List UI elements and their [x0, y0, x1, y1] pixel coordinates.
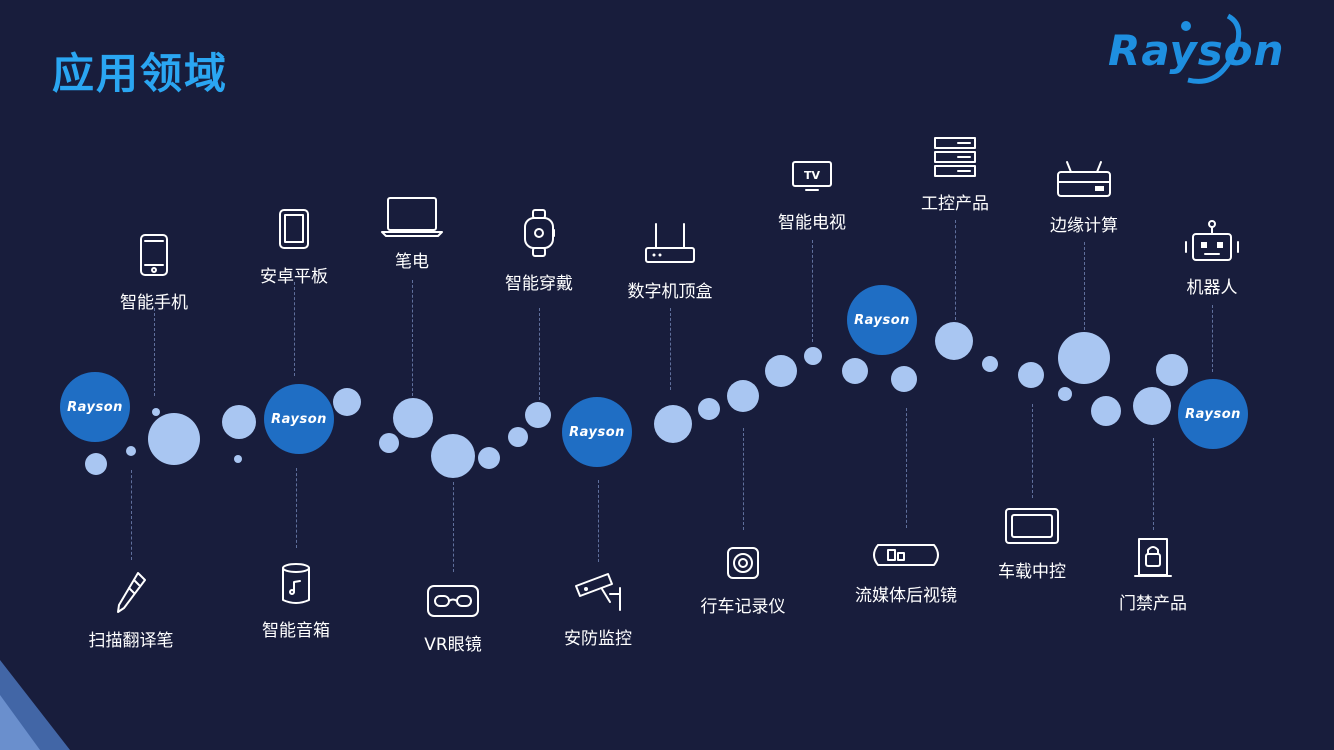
decorative-bubble [478, 447, 500, 469]
logo-text: Rayson [1108, 26, 1285, 75]
smartphone-icon [137, 233, 171, 281]
connector-line [1153, 438, 1154, 530]
decorative-bubble [1018, 362, 1044, 388]
access-control-icon [1133, 536, 1173, 584]
decorative-bubble [333, 388, 361, 416]
decorative-bubble [508, 427, 528, 447]
decorative-bubble [982, 356, 998, 372]
decorative-bubble [431, 434, 475, 478]
rayson-brand-bubble: Rayson [847, 285, 917, 355]
decorative-bubble [935, 322, 973, 360]
connector-line [955, 220, 956, 320]
brand-bubble-text: Rayson [854, 312, 910, 328]
connector-line [670, 308, 671, 390]
application-label: 行车记录仪 [700, 597, 786, 617]
decorative-bubble [126, 446, 136, 456]
server-rack-icon [932, 136, 978, 182]
decorative-bubble [1156, 354, 1188, 386]
application-label: 门禁产品 [1119, 594, 1187, 614]
application-label: 智能手机 [120, 293, 188, 313]
application-label: 边缘计算 [1050, 216, 1118, 236]
decorative-bubble [148, 413, 200, 465]
page-title: 应用领域 [52, 49, 229, 98]
application-label: 流媒体后视镜 [855, 586, 957, 606]
application-label: 安防监控 [564, 629, 632, 649]
car-display-icon [1003, 506, 1061, 550]
application-label: 智能电视 [778, 213, 846, 233]
rayson-logo: Rayson [1100, 10, 1325, 90]
vr-glasses-icon [425, 580, 481, 624]
connector-line [412, 280, 413, 396]
edge-device-icon [1055, 158, 1113, 204]
application-label: 工控产品 [921, 194, 989, 214]
rayson-brand-bubble: Rayson [1178, 379, 1248, 449]
decorative-bubble [842, 358, 868, 384]
decorative-bubble [152, 408, 160, 416]
decorative-bubble [698, 398, 720, 420]
decorative-bubble [1058, 332, 1110, 384]
wearable-icon [519, 208, 559, 262]
application-label: 扫描翻译笔 [88, 631, 174, 651]
brand-bubble-text: Rayson [271, 411, 327, 427]
decorative-bubble [654, 405, 692, 443]
decorative-bubble [85, 453, 107, 475]
decorative-bubble [393, 398, 433, 438]
application-label: 机器人 [1186, 278, 1238, 298]
dashcam-icon [725, 545, 761, 585]
connector-line [812, 240, 813, 342]
connector-line [1212, 305, 1213, 372]
tv-icon: TV [790, 160, 834, 198]
application-label: 车载中控 [998, 562, 1066, 582]
connector-line [598, 480, 599, 562]
laptop-icon [380, 196, 444, 242]
rearview-mirror-icon [868, 541, 944, 573]
decorative-bubble [1091, 396, 1121, 426]
brand-bubble-text: Rayson [67, 399, 123, 415]
svg-text:TV: TV [804, 169, 821, 182]
decorative-bubble [379, 433, 399, 453]
connector-line [906, 408, 907, 528]
connector-line [131, 470, 132, 560]
tablet-icon [277, 208, 311, 254]
connector-line [743, 428, 744, 530]
smart-speaker-icon [279, 562, 313, 610]
decorative-bubble [1133, 387, 1171, 425]
application-label: VR眼镜 [424, 635, 482, 655]
rayson-brand-bubble: Rayson [60, 372, 130, 442]
corner-decoration [0, 660, 70, 750]
application-label: 数字机顶盒 [627, 282, 713, 302]
connector-line [539, 308, 540, 400]
decorative-bubble [222, 405, 256, 439]
application-label: 安卓平板 [260, 267, 328, 287]
set-top-box-icon [642, 220, 698, 270]
connector-line [1084, 242, 1085, 330]
logo-swoosh [1181, 13, 1242, 84]
connector-line [296, 468, 297, 548]
application-label: 智能穿戴 [505, 274, 573, 294]
connector-line [1032, 404, 1033, 498]
robot-icon [1183, 220, 1241, 268]
rayson-brand-bubble: Rayson [562, 397, 632, 467]
decorative-bubble [1058, 387, 1072, 401]
decorative-bubble [234, 455, 242, 463]
application-label: 笔电 [395, 252, 429, 272]
connector-line [154, 308, 155, 396]
security-camera-icon [572, 572, 624, 616]
decorative-bubble [804, 347, 822, 365]
rayson-brand-bubble: Rayson [264, 384, 334, 454]
application-label: 智能音箱 [262, 621, 330, 641]
scan-pen-icon [114, 570, 148, 618]
decorative-bubble [891, 366, 917, 392]
brand-bubble-text: Rayson [1185, 406, 1241, 422]
connector-line [294, 282, 295, 376]
decorative-bubble [727, 380, 759, 412]
decorative-bubble [765, 355, 797, 387]
connector-line [453, 482, 454, 572]
brand-bubble-text: Rayson [569, 424, 625, 440]
decorative-bubble [525, 402, 551, 428]
